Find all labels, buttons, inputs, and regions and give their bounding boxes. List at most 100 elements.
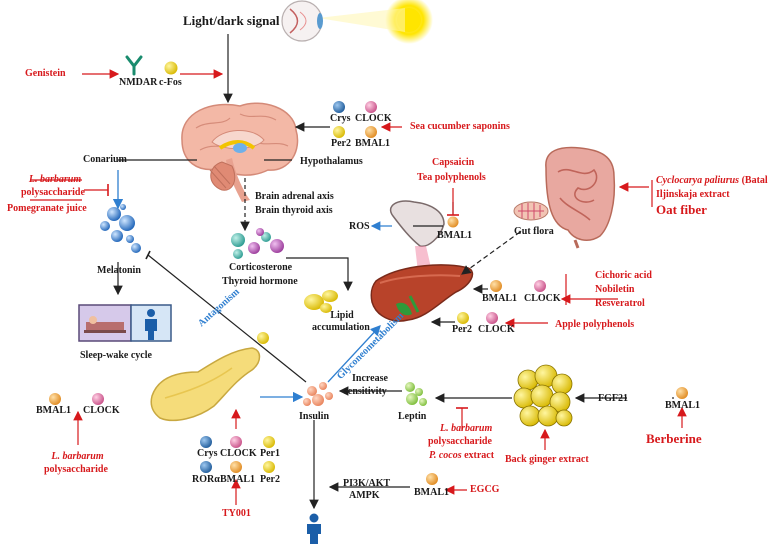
lipid-label: Lipid [330, 310, 354, 321]
liver-icon [370, 264, 474, 322]
polysaccharide-leptin-label: polysaccharide [428, 436, 492, 447]
crys-bottom-label: Crys [197, 448, 218, 459]
pancreas-icon [150, 347, 261, 422]
person-icon [307, 513, 321, 544]
l-barbarum-pancreas-label: L. barbarum [51, 451, 104, 462]
ros-label: ROS [349, 221, 370, 232]
clock-ball-icon [534, 280, 546, 292]
clock-ball-icon [486, 312, 498, 324]
bmal1-ball-icon [426, 473, 438, 485]
brain-adrenal-axis-label: Brain adrenal axis [255, 191, 334, 202]
sun-icon [318, 0, 433, 44]
crys-ball-icon [200, 436, 212, 448]
ror-alpha-label: RORα [192, 474, 220, 485]
per2-ball-icon [333, 126, 345, 138]
bmal1-stomach-label: BMAL1 [437, 230, 472, 241]
clock-label: CLOCK [355, 113, 392, 124]
pi3k-akt-label: PI3K/AKT [343, 478, 391, 489]
per1-bottom-label: Per1 [260, 448, 280, 459]
sensitivity-label: sensitivity [344, 386, 387, 397]
blue-arrows [112, 170, 381, 403]
ror-alpha-ball-icon [200, 461, 212, 473]
brain-icon [181, 102, 299, 202]
unlabeled-ball-icon [257, 332, 269, 344]
clock-ball-icon [230, 436, 242, 448]
bmal1-ball-icon [365, 126, 377, 138]
melatonin-icon [100, 204, 141, 253]
gut-flora-label: Gut flora [514, 226, 554, 237]
eye-icon [281, 0, 323, 42]
cichoric-acid-label: Cichoric acid [595, 270, 652, 281]
sleep-wake-cycle-icon [78, 304, 172, 342]
hypothalamus-label: Hypothalamus [300, 156, 363, 167]
red-activation-arrows [73, 69, 687, 505]
clock-pancreas-label: CLOCK [83, 405, 120, 416]
corticosterone-label: Corticosterone [229, 262, 293, 273]
resveratrol-label: Resveratrol [595, 298, 645, 309]
per2-bottom-label: Per2 [260, 474, 280, 485]
intestines-icon [545, 146, 616, 249]
bmal1-ball-icon [676, 387, 688, 399]
corticosterone-icon [231, 228, 284, 259]
per2-liver-label: Per2 [452, 324, 472, 335]
l-barbarum-label: L. barbarum [28, 174, 82, 185]
leptin-icon [405, 382, 427, 406]
clock-bottom-label: CLOCK [220, 448, 257, 459]
crys-label: Crys [330, 113, 351, 124]
oat-fiber-label: Oat fiber [656, 202, 707, 217]
per2-ball-icon [263, 461, 275, 473]
iljinskaja-extract-label: Iljinskaja extract [656, 189, 730, 200]
bmal1-fat-label: BMAL1 [665, 400, 700, 411]
bmal1-label: BMAL1 [355, 138, 390, 149]
cyclocarya-label: Cyclocarya paliurus (Batal.) [656, 175, 768, 187]
ty001-label: TY001 [222, 508, 251, 519]
p-cocos-extract-label: P. cocos extract [429, 450, 494, 462]
cyclocarya-rest: (Batal.) [741, 175, 768, 186]
melatonin-label: Melatonin [97, 265, 141, 276]
sleep-wake-cycle-label: Sleep-wake cycle [80, 350, 152, 361]
c-fos-ball-icon [164, 61, 178, 75]
bmal1-liver-label: BMAL1 [482, 293, 517, 304]
clock-ball-icon [365, 101, 377, 113]
bmal1-ball-icon [49, 393, 61, 405]
per2-ball-icon [457, 312, 469, 324]
clock-liver-label: CLOCK [524, 293, 561, 304]
berberine-label: Berberine [646, 431, 702, 446]
insulin-icon [303, 382, 333, 406]
per1-ball-icon [263, 436, 275, 448]
increase-label: Increase [352, 373, 388, 384]
clock-ball-icon [92, 393, 104, 405]
bmal1-ball-icon [490, 280, 502, 292]
p-cocos-rest: extract [461, 450, 495, 461]
conarium-label: Conarium [83, 154, 127, 165]
bmal1-pancreas-label: BMAL1 [36, 405, 71, 416]
pomegranate-juice-label: Pomegranate juice [7, 203, 87, 214]
insulin-label: Insulin [299, 411, 330, 422]
per2-label: Per2 [331, 138, 351, 149]
clock-liver2-label: CLOCK [478, 324, 515, 335]
lipid-droplets-icon [304, 290, 338, 313]
accumulation-label: accumulation [312, 322, 370, 333]
leptin-label: Leptin [398, 411, 427, 422]
bmal1-egcg-label: BMAL1 [414, 487, 449, 498]
polysaccharide-label: polysaccharide [21, 187, 85, 198]
thyroid-hormone-label: Thyroid hormone [222, 276, 298, 287]
nobiletin-label: Nobiletin [595, 284, 635, 295]
ampk-label: AMPK [349, 490, 380, 501]
tea-polyphenols-label: Tea polyphenols [417, 172, 486, 183]
back-ginger-extract-label: Back ginger extract [505, 454, 589, 465]
c-fos-label: c-Fos [159, 77, 182, 88]
sea-cucumber-saponins-label: Sea cucumber saponins [410, 121, 510, 132]
polysaccharide-pancreas-label: polysaccharide [44, 464, 108, 475]
crys-ball-icon [333, 101, 345, 113]
p-cocos-italic: P. cocos [429, 450, 462, 461]
brain-thyroid-axis-label: Brain thyroid axis [255, 205, 333, 216]
gut-flora-icon [513, 201, 549, 221]
capsaicin-label: Capsaicin [432, 157, 475, 168]
adipose-tissue-icon [513, 364, 573, 427]
bmal1-ball-icon [447, 216, 459, 228]
nmdar-receptor-icon [125, 55, 143, 76]
cyclocarya-italic: Cyclocarya paliurus [656, 175, 740, 186]
